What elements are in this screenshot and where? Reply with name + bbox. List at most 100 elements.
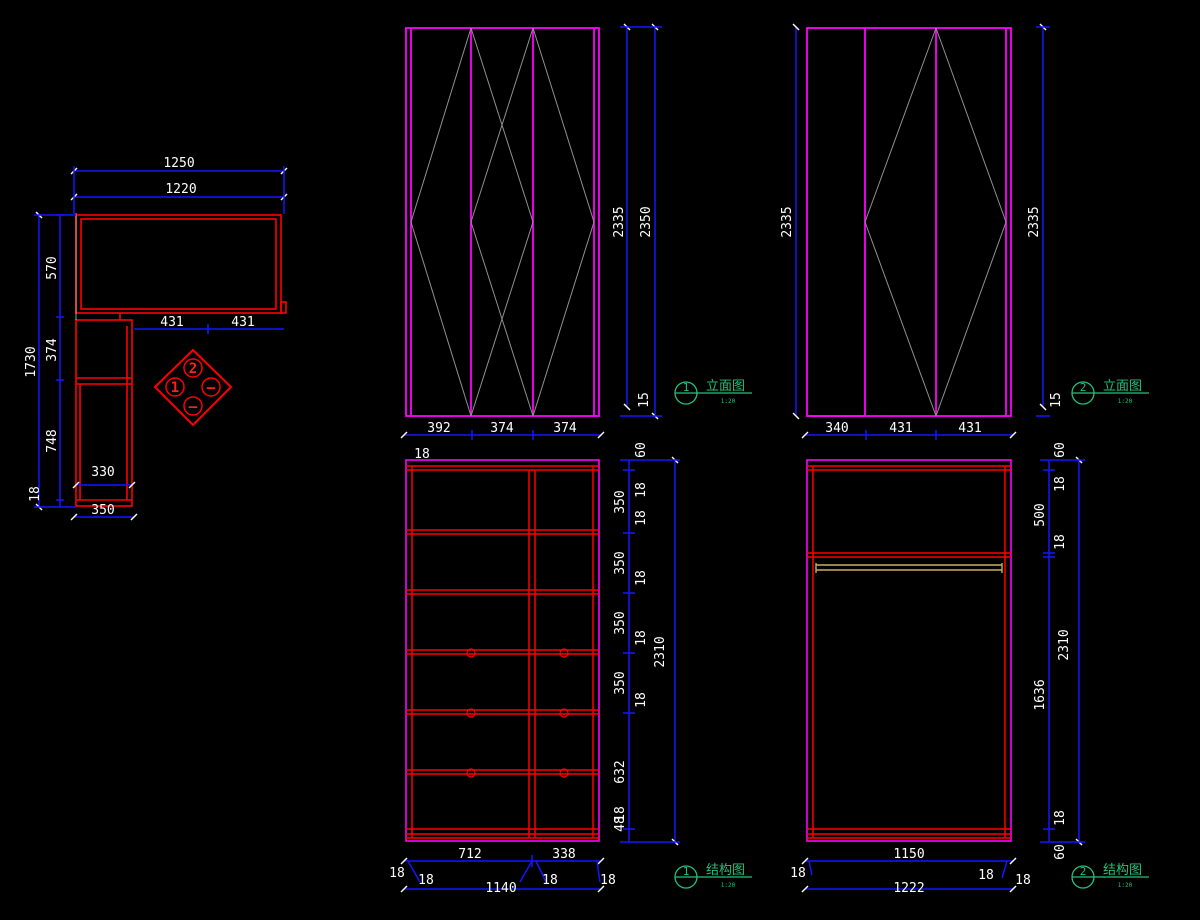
view-tag-elevation-1: 1 立面图 1:20 bbox=[674, 379, 752, 405]
struct2-frame bbox=[806, 459, 1012, 842]
dim-712: 712 bbox=[458, 847, 481, 862]
key-number-2: 2 bbox=[189, 361, 197, 377]
dim-748: 748 bbox=[45, 429, 60, 452]
dim-18-bottom-b: 18 bbox=[978, 868, 994, 883]
dim-18-bottom-c: 18 bbox=[1015, 873, 1031, 888]
dim-350-a: 350 bbox=[613, 490, 628, 513]
dim-632: 632 bbox=[613, 760, 628, 783]
key-number-1: 1 bbox=[171, 380, 179, 396]
dim-1140: 1140 bbox=[485, 881, 516, 896]
dim-330: 330 bbox=[91, 465, 114, 480]
dim-350-b: 350 bbox=[613, 551, 628, 574]
dim-350: 350 bbox=[91, 503, 114, 518]
struct1-dimension-lines bbox=[400, 456, 680, 893]
view-tag-elevation-2: 2 立面图 1:20 bbox=[1071, 379, 1149, 405]
dim-48: 48 bbox=[613, 816, 628, 832]
dim-2310: 2310 bbox=[1057, 629, 1072, 660]
view-title: 立面图 bbox=[1103, 379, 1142, 394]
dim-18-bottom-a: 18 bbox=[790, 866, 806, 881]
view-tag-number: 1 bbox=[683, 381, 690, 394]
dim-1150: 1150 bbox=[893, 847, 924, 862]
dim-18-bottom-b: 18 bbox=[418, 873, 434, 888]
elev1-frame bbox=[405, 27, 600, 417]
dim-2335: 2335 bbox=[612, 206, 627, 237]
elev2-diamond-pattern bbox=[864, 27, 1007, 417]
dim-18-top: 18 bbox=[414, 447, 430, 462]
dim-1222: 1222 bbox=[893, 881, 924, 896]
dim-1220: 1220 bbox=[165, 182, 196, 197]
view-scale: 1:20 bbox=[721, 882, 736, 889]
dim-18-bottom-d: 18 bbox=[600, 873, 616, 888]
dim-2335-right: 2335 bbox=[1027, 206, 1042, 237]
dim-18-b: 18 bbox=[1053, 534, 1068, 550]
dim-374-left: 374 bbox=[490, 421, 514, 436]
dim-374: 374 bbox=[45, 338, 60, 362]
elev1-dimension-lines bbox=[400, 23, 662, 440]
dim-15: 15 bbox=[1049, 392, 1064, 408]
dim-18-e: 18 bbox=[634, 692, 649, 708]
plan-lower-cabinet bbox=[75, 319, 133, 507]
view-scale: 1:20 bbox=[1118, 882, 1133, 889]
view-tag-number: 2 bbox=[1080, 381, 1087, 394]
dim-18-a: 18 bbox=[1053, 476, 1068, 492]
dim-15: 15 bbox=[637, 392, 652, 408]
plan-upper-cabinet bbox=[75, 214, 282, 314]
view-tag-number: 1 bbox=[683, 865, 690, 878]
struct1-shelves bbox=[406, 529, 599, 775]
elevation-view-1: 2335 2350 15 392 374 374 1 立面图 1:20 bbox=[400, 23, 752, 440]
dim-18-bottom-a: 18 bbox=[389, 866, 405, 881]
key-bar-bottom: — bbox=[189, 399, 198, 415]
dim-340: 340 bbox=[825, 421, 848, 436]
view-scale: 1:20 bbox=[721, 398, 736, 405]
hanging-rail bbox=[815, 563, 1003, 573]
dim-431-left: 431 bbox=[160, 315, 183, 330]
dim-18-c: 18 bbox=[1053, 810, 1068, 826]
dim-374-right: 374 bbox=[553, 421, 577, 436]
key-bar-right: — bbox=[207, 380, 216, 396]
dim-350-c: 350 bbox=[613, 611, 628, 634]
dim-392: 392 bbox=[427, 421, 450, 436]
dim-431-right: 431 bbox=[231, 315, 254, 330]
dim-18-c: 18 bbox=[634, 570, 649, 586]
view-tag-number: 2 bbox=[1080, 865, 1087, 878]
dim-1636: 1636 bbox=[1033, 679, 1048, 710]
plan-upper-cabinet-inner bbox=[80, 218, 277, 310]
elev2-dimension-lines bbox=[792, 23, 1050, 440]
dim-2335-left: 2335 bbox=[780, 206, 795, 237]
plan-view: 2 1 — — 1250 1220 1730 570 374 bbox=[24, 156, 288, 521]
elevation-view-2: 2335 2335 15 340 431 431 2 立面图 1:20 bbox=[780, 23, 1149, 440]
dim-60-top: 60 bbox=[1053, 442, 1068, 458]
dim-60: 60 bbox=[634, 442, 649, 458]
view-tag-structure-1: 1 结构图 1:20 bbox=[674, 863, 752, 889]
view-title: 结构图 bbox=[1103, 863, 1142, 878]
dim-338: 338 bbox=[552, 847, 575, 862]
dim-2350: 2350 bbox=[639, 206, 654, 237]
view-tag-structure-2: 2 结构图 1:20 bbox=[1071, 863, 1149, 889]
dim-570: 570 bbox=[45, 256, 60, 279]
struct1-shelf-pins bbox=[466, 648, 569, 778]
dim-18: 18 bbox=[28, 486, 43, 502]
dim-18-d: 18 bbox=[634, 630, 649, 646]
dim-431-left: 431 bbox=[889, 421, 912, 436]
structure-view-2: 60 18 500 18 1636 2310 18 60 1150 1222 1… bbox=[790, 442, 1149, 896]
elev1-diamond-pattern bbox=[410, 27, 595, 417]
dim-1730: 1730 bbox=[24, 346, 39, 377]
dim-18-bottom-c: 18 bbox=[542, 873, 558, 888]
dim-1250: 1250 bbox=[163, 156, 194, 171]
view-title: 结构图 bbox=[706, 863, 745, 878]
struct2-dimension-lines bbox=[801, 456, 1085, 893]
view-scale: 1:20 bbox=[1118, 398, 1133, 405]
dim-60-bottom: 60 bbox=[1053, 844, 1068, 860]
dim-18-f: 18 bbox=[613, 806, 628, 822]
elev2-frame bbox=[806, 27, 1012, 417]
section-key-symbol: 2 1 — — bbox=[153, 348, 233, 427]
dim-350-d: 350 bbox=[613, 671, 628, 694]
structure-view-1: 18 60 18 350 18 350 18 350 18 350 18 632… bbox=[389, 442, 752, 896]
view-title: 立面图 bbox=[706, 379, 745, 394]
dim-18-b: 18 bbox=[634, 510, 649, 526]
dim-500: 500 bbox=[1033, 503, 1048, 526]
plan-dimension-lines bbox=[34, 166, 288, 521]
dim-431-right: 431 bbox=[958, 421, 981, 436]
dim-2310: 2310 bbox=[653, 636, 668, 667]
